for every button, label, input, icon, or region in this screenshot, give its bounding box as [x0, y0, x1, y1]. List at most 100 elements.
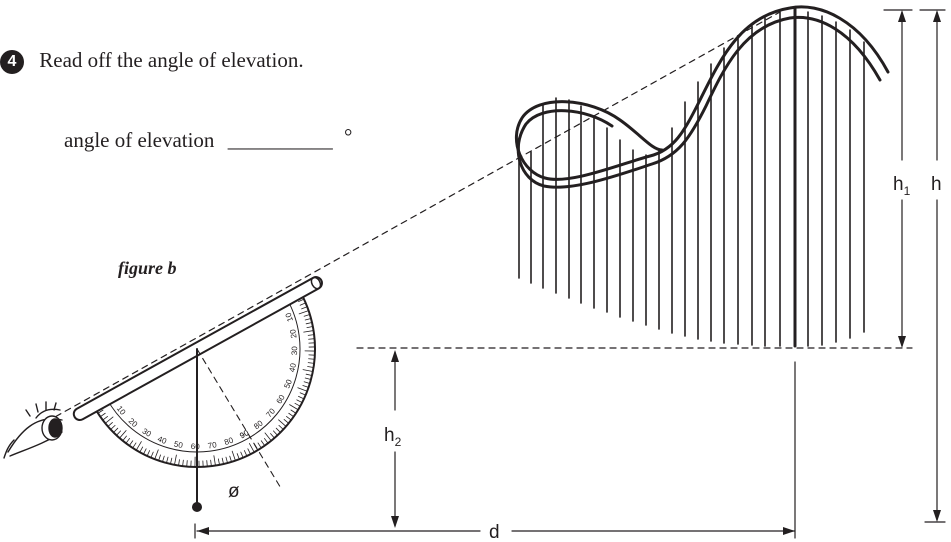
protractor-tick [102, 416, 108, 421]
perpendicular-line [196, 348, 283, 491]
protractor-tick [217, 458, 220, 466]
protractor-tick [128, 440, 134, 447]
plumb-bob [192, 502, 202, 512]
protractor-tick [240, 451, 244, 459]
protractor-tick [307, 366, 314, 368]
protractor-tick [236, 453, 240, 460]
coaster-track-inner [516, 15, 882, 189]
protractor-tick [302, 369, 314, 372]
protractor-tick [162, 455, 165, 463]
protractor-tick [110, 424, 116, 430]
protractor-tick [221, 457, 224, 465]
answer-label: angle of elevation [64, 128, 215, 152]
protractor-tick [298, 395, 305, 400]
protractor-tick [286, 416, 292, 421]
protractor-arc [92, 290, 316, 468]
protractor-tick [225, 456, 228, 464]
protractor-tick [308, 358, 315, 360]
protractor-tick [264, 432, 272, 442]
answer-line: angle of elevation __________ ° [64, 124, 352, 153]
protractor-tick [289, 404, 299, 411]
protractor-tick [135, 441, 142, 451]
protractor-tick [231, 450, 236, 461]
protractor-tick [248, 443, 255, 453]
protractor-tick [278, 419, 287, 427]
protractor-tick [303, 381, 311, 384]
protractor-tick [194, 456, 196, 468]
protractor-tick [294, 402, 301, 407]
protractor-tick [154, 449, 159, 460]
protractor-tick [202, 460, 204, 468]
protractor-number: 30 [290, 346, 299, 356]
protractor-tick [132, 442, 137, 449]
protractor-tick [158, 454, 161, 461]
protractor-tick [304, 318, 312, 321]
protractor-tick [174, 454, 177, 466]
protractor-number: 50 [282, 378, 294, 390]
protractor-tick [308, 346, 316, 348]
protractor-tick [272, 430, 278, 436]
protractor-tick [288, 412, 295, 418]
protractor-tick [270, 433, 275, 439]
protractor-tick [299, 302, 307, 306]
label-h: h [931, 174, 942, 195]
protractor-tick [104, 416, 114, 424]
answer-blank[interactable]: __________ [227, 128, 333, 152]
line-of-sight [45, 11, 781, 423]
step4-text: Read off the angle of elevation. [39, 48, 304, 72]
protractor-tick [306, 326, 314, 329]
label-d: d [489, 522, 500, 542]
protractor-number: 40 [288, 362, 299, 373]
protractor-tick [278, 424, 284, 430]
protractor-tick [308, 354, 316, 356]
protractor-tick [178, 459, 180, 466]
protractor-number: 80 [223, 435, 235, 447]
protractor-tick [301, 306, 308, 310]
protractor-tick [308, 338, 315, 340]
protractor-tick [139, 446, 144, 453]
coaster-supports [518, 11, 865, 347]
protractor-tick [304, 377, 312, 380]
protractor-tick [247, 448, 251, 455]
protractor-tick [290, 409, 297, 414]
label-h1: h1 [893, 174, 911, 198]
protractor-tick [116, 430, 122, 436]
protractor-tick [303, 330, 314, 333]
protractor-tick [305, 373, 313, 376]
protractor-tick [283, 419, 290, 424]
protractor-tick [125, 438, 130, 444]
protractor-tick [298, 310, 309, 315]
label-angle: ø [228, 481, 240, 502]
protractor-tick [150, 451, 154, 459]
protractor-tick [182, 459, 184, 467]
protractor-tick [229, 455, 232, 463]
protractor-tick [307, 334, 315, 336]
protractor-tick [305, 322, 313, 325]
protractor-tick [146, 450, 151, 457]
protractor-tick [113, 427, 119, 433]
protractor [92, 290, 316, 468]
protractor-tick [296, 399, 303, 403]
protractor-number: 20 [288, 328, 298, 339]
protractor-tick [122, 435, 127, 442]
figure-caption: figure b [118, 258, 177, 278]
protractor-tick [264, 438, 269, 444]
protractor-tick [303, 314, 311, 317]
step4-row: 4 Read off the angle of elevation. [0, 48, 304, 75]
protractor-tick [257, 442, 262, 449]
protractor-tick [243, 450, 248, 457]
protractor-tick [304, 350, 316, 352]
protractor-tick [297, 387, 308, 392]
protractor-tick [166, 456, 169, 464]
protractor-tick [206, 460, 208, 467]
protractor-tick [275, 427, 281, 433]
protractor-tick [260, 440, 266, 447]
protractor-number: 40 [156, 434, 168, 446]
protractor-tick [302, 385, 309, 388]
protractor-tick [143, 448, 147, 455]
protractor-number: 60 [191, 442, 201, 451]
protractor-tick [299, 392, 307, 396]
protractor-tick [190, 460, 192, 468]
protractor-tick [210, 459, 212, 467]
